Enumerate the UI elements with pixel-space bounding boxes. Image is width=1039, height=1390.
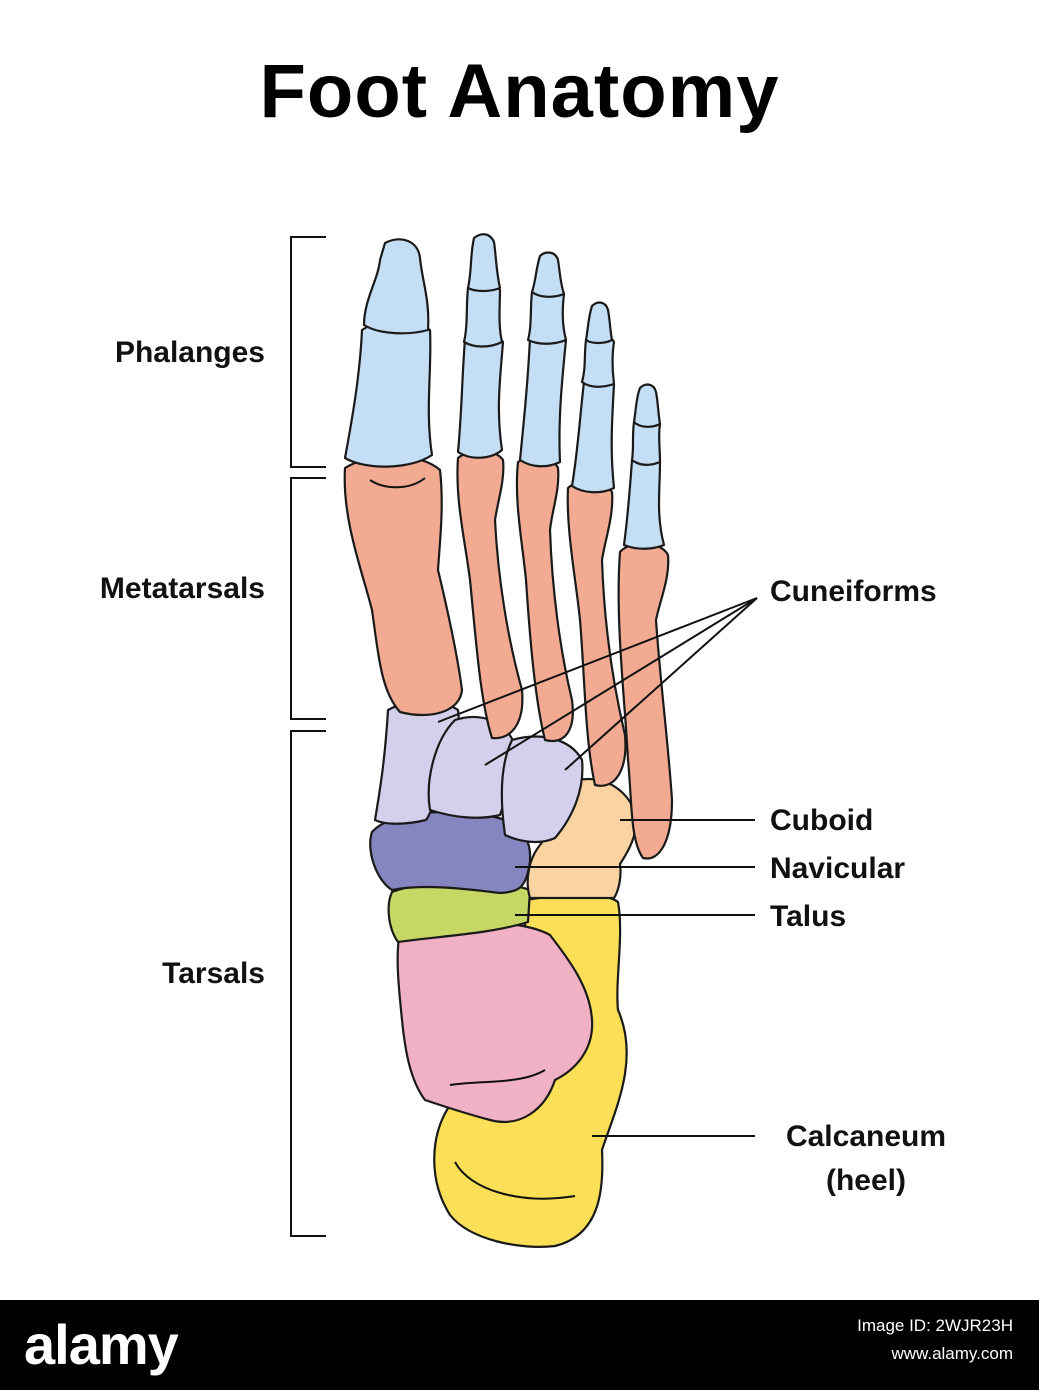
- cuboid-label: Cuboid: [770, 804, 873, 837]
- watermark-footer: alamy Image ID: 2WJR23H www.alamy.com: [0, 1300, 1039, 1390]
- phalanx-3-distal: [530, 251, 566, 298]
- metatarsal-2: [456, 449, 524, 740]
- heel-label: (heel): [826, 1164, 906, 1197]
- cuneiform-lateral: [500, 735, 584, 844]
- cuneiform-leader-1: [437, 597, 758, 723]
- phalanx-1-distal: [362, 238, 430, 335]
- phalanx-5-proximal: [622, 455, 666, 550]
- cuneiform-leader-3: [564, 597, 758, 771]
- metatarsal-3: [515, 455, 574, 743]
- cuneiform-leader-2: [484, 597, 758, 766]
- phalanx-2-middle: [462, 282, 504, 348]
- phalanx-2-proximal: [456, 334, 505, 459]
- metatarsal-4: [566, 480, 627, 787]
- phalanx-4-distal: [584, 301, 614, 345]
- navicular-label: Navicular: [770, 852, 905, 885]
- metatarsals-label: Metatarsals: [100, 572, 265, 605]
- cuneiforms-label: Cuneiforms: [770, 575, 937, 608]
- phalanges-bracket: [290, 236, 326, 468]
- brand-logo: alamy: [24, 1313, 179, 1376]
- phalanges-label: Phalanges: [115, 336, 265, 369]
- calcaneum-label: Calcaneum: [786, 1120, 946, 1153]
- group-brackets: [290, 236, 326, 1237]
- phalanx-4-proximal: [570, 376, 616, 494]
- foot-diagram: Phalanges Metatarsals Tarsals: [100, 233, 946, 1248]
- cuneiform-bones: [373, 700, 584, 844]
- stock-info: Image ID: 2WJR23H www.alamy.com: [857, 1312, 1013, 1368]
- phalanx-2-distal: [466, 233, 502, 293]
- phalanx-3-proximal: [518, 332, 568, 468]
- metatarsal-bones: [343, 449, 674, 860]
- tarsals-label: Tarsals: [162, 957, 265, 990]
- leader-lines: [437, 597, 758, 1137]
- site-url: www.alamy.com: [891, 1344, 1013, 1363]
- phalanx-bones: [343, 233, 666, 550]
- metatarsal-5: [617, 542, 674, 860]
- phalanx-5-distal: [632, 383, 662, 428]
- phalanx-1-proximal: [343, 320, 434, 468]
- heel-contour: [454, 1161, 576, 1200]
- metatarsals-bracket: [290, 477, 326, 720]
- talus-label: Talus: [770, 900, 846, 933]
- image-id: Image ID: 2WJR23H: [857, 1316, 1013, 1335]
- metatarsal-1-joint: [369, 477, 426, 489]
- page-title: Foot Anatomy: [259, 49, 780, 134]
- calcaneum-upper-contour: [449, 1069, 546, 1086]
- calcaneum-upper-bone: [396, 920, 594, 1123]
- tarsals-bracket: [290, 730, 326, 1237]
- metatarsal-1: [343, 455, 464, 717]
